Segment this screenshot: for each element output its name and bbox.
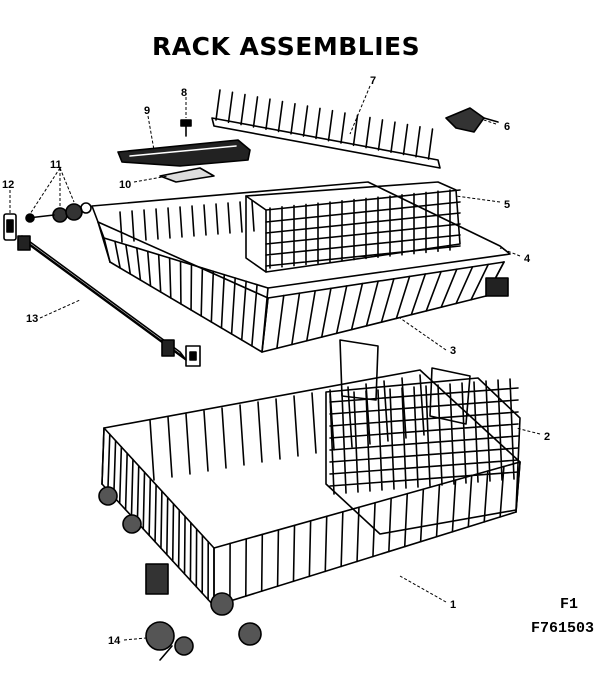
tine-row-part xyxy=(211,89,441,169)
roller-set-part xyxy=(25,202,92,223)
callout-14: 14 xyxy=(108,635,121,647)
callout-10: 10 xyxy=(119,179,131,191)
callout-labels: 7 8 9 10 6 5 4 3 2 1 11 12 13 14 xyxy=(2,75,550,647)
callout-7: 7 xyxy=(370,75,376,87)
shelf-bracket-part xyxy=(117,139,251,167)
callout-6: 6 xyxy=(504,121,510,133)
leader-lines xyxy=(9,85,541,641)
callout-12: 12 xyxy=(2,179,14,191)
callout-4: 4 xyxy=(524,253,531,265)
callout-2: 2 xyxy=(544,431,550,443)
callout-11: 11 xyxy=(50,159,62,171)
diagram-title: RACK ASSEMBLIES xyxy=(152,32,421,61)
silverware-basket-part xyxy=(325,339,521,535)
washer-plate-part xyxy=(159,167,215,183)
rack-clip-part xyxy=(445,107,499,133)
callout-5: 5 xyxy=(504,199,510,211)
callout-3: 3 xyxy=(450,345,456,357)
callout-1: 1 xyxy=(450,599,456,611)
callout-13: 13 xyxy=(26,313,38,325)
figure-label: F1 xyxy=(560,596,579,613)
lower-roller-part xyxy=(145,563,194,661)
lower-rack-part xyxy=(98,369,521,646)
end-cap-part xyxy=(3,213,17,241)
upper-rack-part xyxy=(91,181,511,353)
screw-part xyxy=(180,119,192,137)
figure-number: F761503 xyxy=(531,620,595,637)
cup-shelf-basket-part xyxy=(245,181,461,273)
callout-9: 9 xyxy=(144,105,150,117)
callout-8: 8 xyxy=(181,87,187,99)
track-rail-part xyxy=(17,235,201,367)
